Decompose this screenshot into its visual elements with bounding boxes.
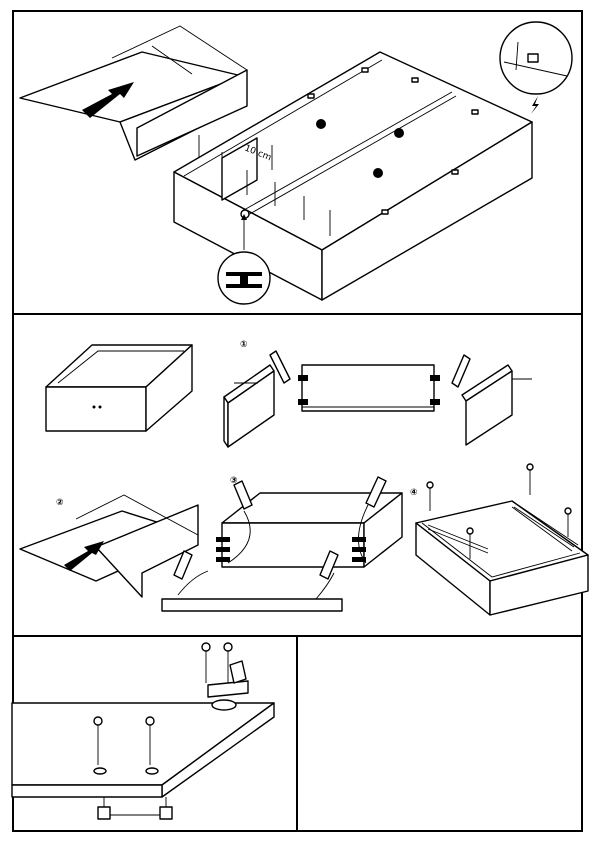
drawer-drawing: ① ② ③: [19, 340, 589, 616]
panel-bed-base-assembly: 10 cm: [12, 10, 583, 313]
step-2-label: ②: [56, 498, 64, 508]
divider-1: [12, 313, 583, 315]
bed-base-drawing: 10 cm: [19, 21, 573, 305]
step-3-label: ③: [230, 476, 238, 486]
push-arrow-icon-2: [64, 541, 104, 571]
hinge-drawing: [11, 642, 275, 820]
panel-blank: [298, 637, 583, 832]
panel-hinge-fixing: [11, 637, 296, 832]
divider-3: [296, 637, 298, 832]
panel-drawer-assembly: ① ② ③: [12, 315, 589, 635]
divider-2: [12, 635, 583, 637]
push-arrow-icon: [82, 82, 134, 118]
step-4-label: ④: [410, 488, 418, 498]
step-1-label: ①: [240, 340, 248, 350]
